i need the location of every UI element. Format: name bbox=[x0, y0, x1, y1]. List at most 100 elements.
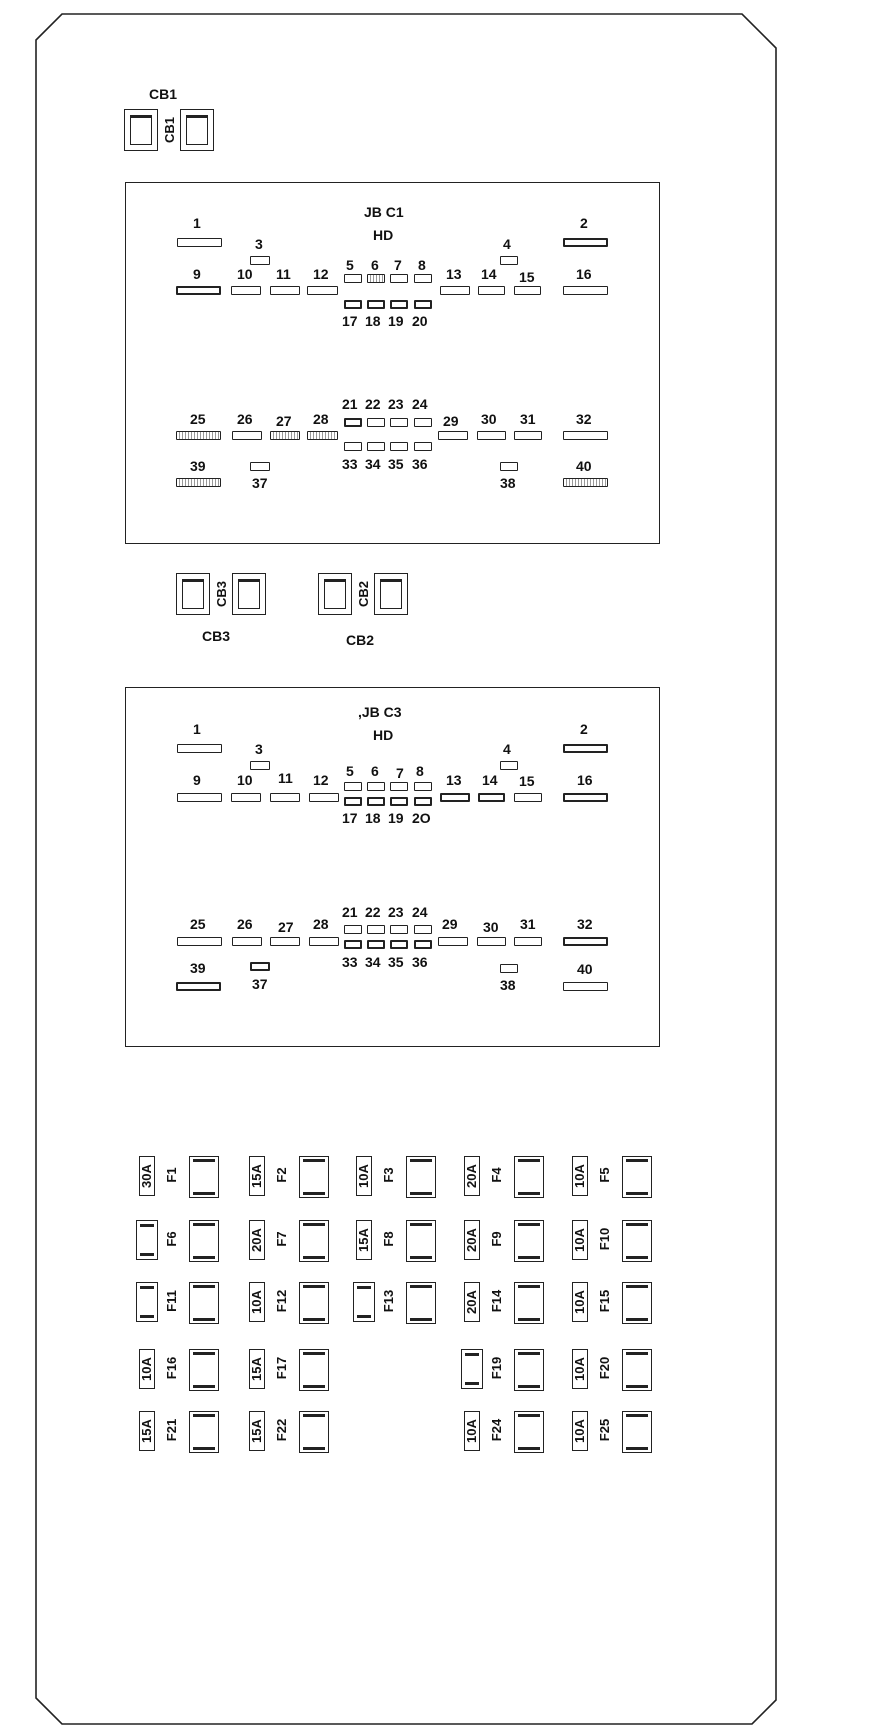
panel-jb-c3-slot-38[interactable] bbox=[500, 964, 518, 973]
fuse-f9-socket[interactable] bbox=[514, 1220, 544, 1262]
panel-jb-c1-slot-23[interactable] bbox=[390, 418, 408, 427]
panel-jb-c1-slot-30[interactable] bbox=[477, 431, 506, 440]
panel-jb-c1-slot-24[interactable] bbox=[414, 418, 432, 427]
fuse-f24-socket[interactable] bbox=[514, 1411, 544, 1453]
panel-jb-c1-slot-14[interactable] bbox=[478, 286, 505, 295]
panel-jb-c3-slot-2[interactable] bbox=[563, 744, 608, 753]
panel-jb-c1-slot-12[interactable] bbox=[307, 286, 338, 295]
panel-jb-c1-slot-32[interactable] bbox=[563, 431, 608, 440]
panel-jb-c3-slot-8[interactable] bbox=[414, 782, 432, 791]
panel-jb-c1-slot-29[interactable] bbox=[438, 431, 468, 440]
panel-jb-c1-slot-22[interactable] bbox=[367, 418, 385, 427]
fuse-f10-socket[interactable] bbox=[622, 1220, 652, 1262]
fuse-f20-socket[interactable] bbox=[622, 1349, 652, 1391]
fuse-f2-socket[interactable] bbox=[299, 1156, 329, 1198]
panel-jb-c3-slot-35[interactable] bbox=[390, 940, 408, 949]
panel-jb-c3-slot-27[interactable] bbox=[270, 937, 300, 946]
panel-jb-c3-slot-7[interactable] bbox=[390, 782, 408, 791]
panel-jb-c1-slot-13[interactable] bbox=[440, 286, 470, 295]
panel-jb-c3-slot-28[interactable] bbox=[309, 937, 339, 946]
panel-jb-c1-slot-27[interactable] bbox=[270, 431, 300, 440]
fuse-f15-socket[interactable] bbox=[622, 1282, 652, 1324]
panel-jb-c1-slot-4[interactable] bbox=[500, 256, 518, 265]
panel-jb-c1-slot-31[interactable] bbox=[514, 431, 542, 440]
panel-jb-c3-slot-31[interactable] bbox=[514, 937, 542, 946]
panel-jb-c3-slot-1[interactable] bbox=[177, 744, 222, 753]
panel-jb-c3-slot-14[interactable] bbox=[478, 793, 505, 802]
panel-jb-c3-slot-22[interactable] bbox=[367, 925, 385, 934]
panel-jb-c1-slot-2[interactable] bbox=[563, 238, 608, 247]
fuse-f4-socket[interactable] bbox=[514, 1156, 544, 1198]
panel-jb-c3-slot-24[interactable] bbox=[414, 925, 432, 934]
panel-jb-c1-slot-18[interactable] bbox=[367, 300, 385, 309]
panel-jb-c1-slot-15[interactable] bbox=[514, 286, 541, 295]
fuse-f11-socket[interactable] bbox=[189, 1282, 219, 1324]
fuse-f19-socket[interactable] bbox=[514, 1349, 544, 1391]
panel-jb-c3-slot-34[interactable] bbox=[367, 940, 385, 949]
panel-jb-c1-slot-40[interactable] bbox=[563, 478, 608, 487]
panel-jb-c3-slot-17[interactable] bbox=[344, 797, 362, 806]
panel-jb-c1-slot-38[interactable] bbox=[500, 462, 518, 471]
fuse-f17-socket[interactable] bbox=[299, 1349, 329, 1391]
panel-jb-c3-slot-12[interactable] bbox=[309, 793, 339, 802]
fuse-f7-socket[interactable] bbox=[299, 1220, 329, 1262]
fuse-f6-empty-socket[interactable] bbox=[136, 1220, 158, 1260]
panel-jb-c1-slot-5[interactable] bbox=[344, 274, 362, 283]
fuse-f19-empty-socket[interactable] bbox=[461, 1349, 483, 1389]
panel-jb-c3-slot-13[interactable] bbox=[440, 793, 470, 802]
fuse-f1-socket[interactable] bbox=[189, 1156, 219, 1198]
fuse-f11-empty-socket[interactable] bbox=[136, 1282, 158, 1322]
panel-jb-c3-slot-5[interactable] bbox=[344, 782, 362, 791]
panel-jb-c3-slot-21[interactable] bbox=[344, 925, 362, 934]
panel-jb-c1-slot-34[interactable] bbox=[367, 442, 385, 451]
panel-jb-c3-slot-6[interactable] bbox=[367, 782, 385, 791]
panel-jb-c3-slot-16[interactable] bbox=[563, 793, 608, 802]
panel-jb-c1-slot-3[interactable] bbox=[250, 256, 270, 265]
panel-jb-c1-slot-33[interactable] bbox=[344, 442, 362, 451]
panel-jb-c3-slot-10[interactable] bbox=[231, 793, 261, 802]
panel-jb-c1-slot-25[interactable] bbox=[176, 431, 221, 440]
fuse-f12-socket[interactable] bbox=[299, 1282, 329, 1324]
panel-jb-c3-slot-18[interactable] bbox=[367, 797, 385, 806]
panel-jb-c1-slot-9[interactable] bbox=[176, 286, 221, 295]
panel-jb-c1-slot-36[interactable] bbox=[414, 442, 432, 451]
panel-jb-c1-slot-6[interactable] bbox=[367, 274, 385, 283]
panel-jb-c3-slot-11[interactable] bbox=[270, 793, 300, 802]
fuse-f8-socket[interactable] bbox=[406, 1220, 436, 1262]
panel-jb-c1-slot-37[interactable] bbox=[250, 462, 270, 471]
fuse-f14-socket[interactable] bbox=[514, 1282, 544, 1324]
panel-jb-c3-slot-29[interactable] bbox=[438, 937, 468, 946]
panel-jb-c1-slot-7[interactable] bbox=[390, 274, 408, 283]
panel-jb-c3-slot-37[interactable] bbox=[250, 962, 270, 971]
panel-jb-c1-slot-17[interactable] bbox=[344, 300, 362, 309]
panel-jb-c3-slot-26[interactable] bbox=[232, 937, 262, 946]
panel-jb-c1-slot-21[interactable] bbox=[344, 418, 362, 427]
fuse-f25-socket[interactable] bbox=[622, 1411, 652, 1453]
panel-jb-c3-slot-3[interactable] bbox=[250, 761, 270, 770]
panel-jb-c3-slot-30[interactable] bbox=[477, 937, 506, 946]
panel-jb-c1-slot-26[interactable] bbox=[232, 431, 262, 440]
panel-jb-c1-slot-35[interactable] bbox=[390, 442, 408, 451]
panel-jb-c1-slot-11[interactable] bbox=[270, 286, 300, 295]
panel-jb-c3-slot-25[interactable] bbox=[177, 937, 222, 946]
panel-jb-c1-slot-20[interactable] bbox=[414, 300, 432, 309]
panel-jb-c3-slot-39[interactable] bbox=[176, 982, 221, 991]
panel-jb-c3-slot-19[interactable] bbox=[390, 797, 408, 806]
panel-jb-c3-slot-23[interactable] bbox=[390, 925, 408, 934]
fuse-f3-socket[interactable] bbox=[406, 1156, 436, 1198]
panel-jb-c3-slot-20[interactable] bbox=[414, 797, 432, 806]
fuse-f22-socket[interactable] bbox=[299, 1411, 329, 1453]
panel-jb-c3-slot-15[interactable] bbox=[514, 793, 542, 802]
panel-jb-c1-slot-28[interactable] bbox=[307, 431, 338, 440]
panel-jb-c3-slot-9[interactable] bbox=[177, 793, 222, 802]
panel-jb-c1-slot-1[interactable] bbox=[177, 238, 222, 247]
fuse-f16-socket[interactable] bbox=[189, 1349, 219, 1391]
panel-jb-c3-slot-36[interactable] bbox=[414, 940, 432, 949]
fuse-f13-empty-socket[interactable] bbox=[353, 1282, 375, 1322]
panel-jb-c1-slot-16[interactable] bbox=[563, 286, 608, 295]
panel-jb-c3-slot-33[interactable] bbox=[344, 940, 362, 949]
fuse-f5-socket[interactable] bbox=[622, 1156, 652, 1198]
fuse-f21-socket[interactable] bbox=[189, 1411, 219, 1453]
fuse-f13-socket[interactable] bbox=[406, 1282, 436, 1324]
panel-jb-c3-slot-32[interactable] bbox=[563, 937, 608, 946]
